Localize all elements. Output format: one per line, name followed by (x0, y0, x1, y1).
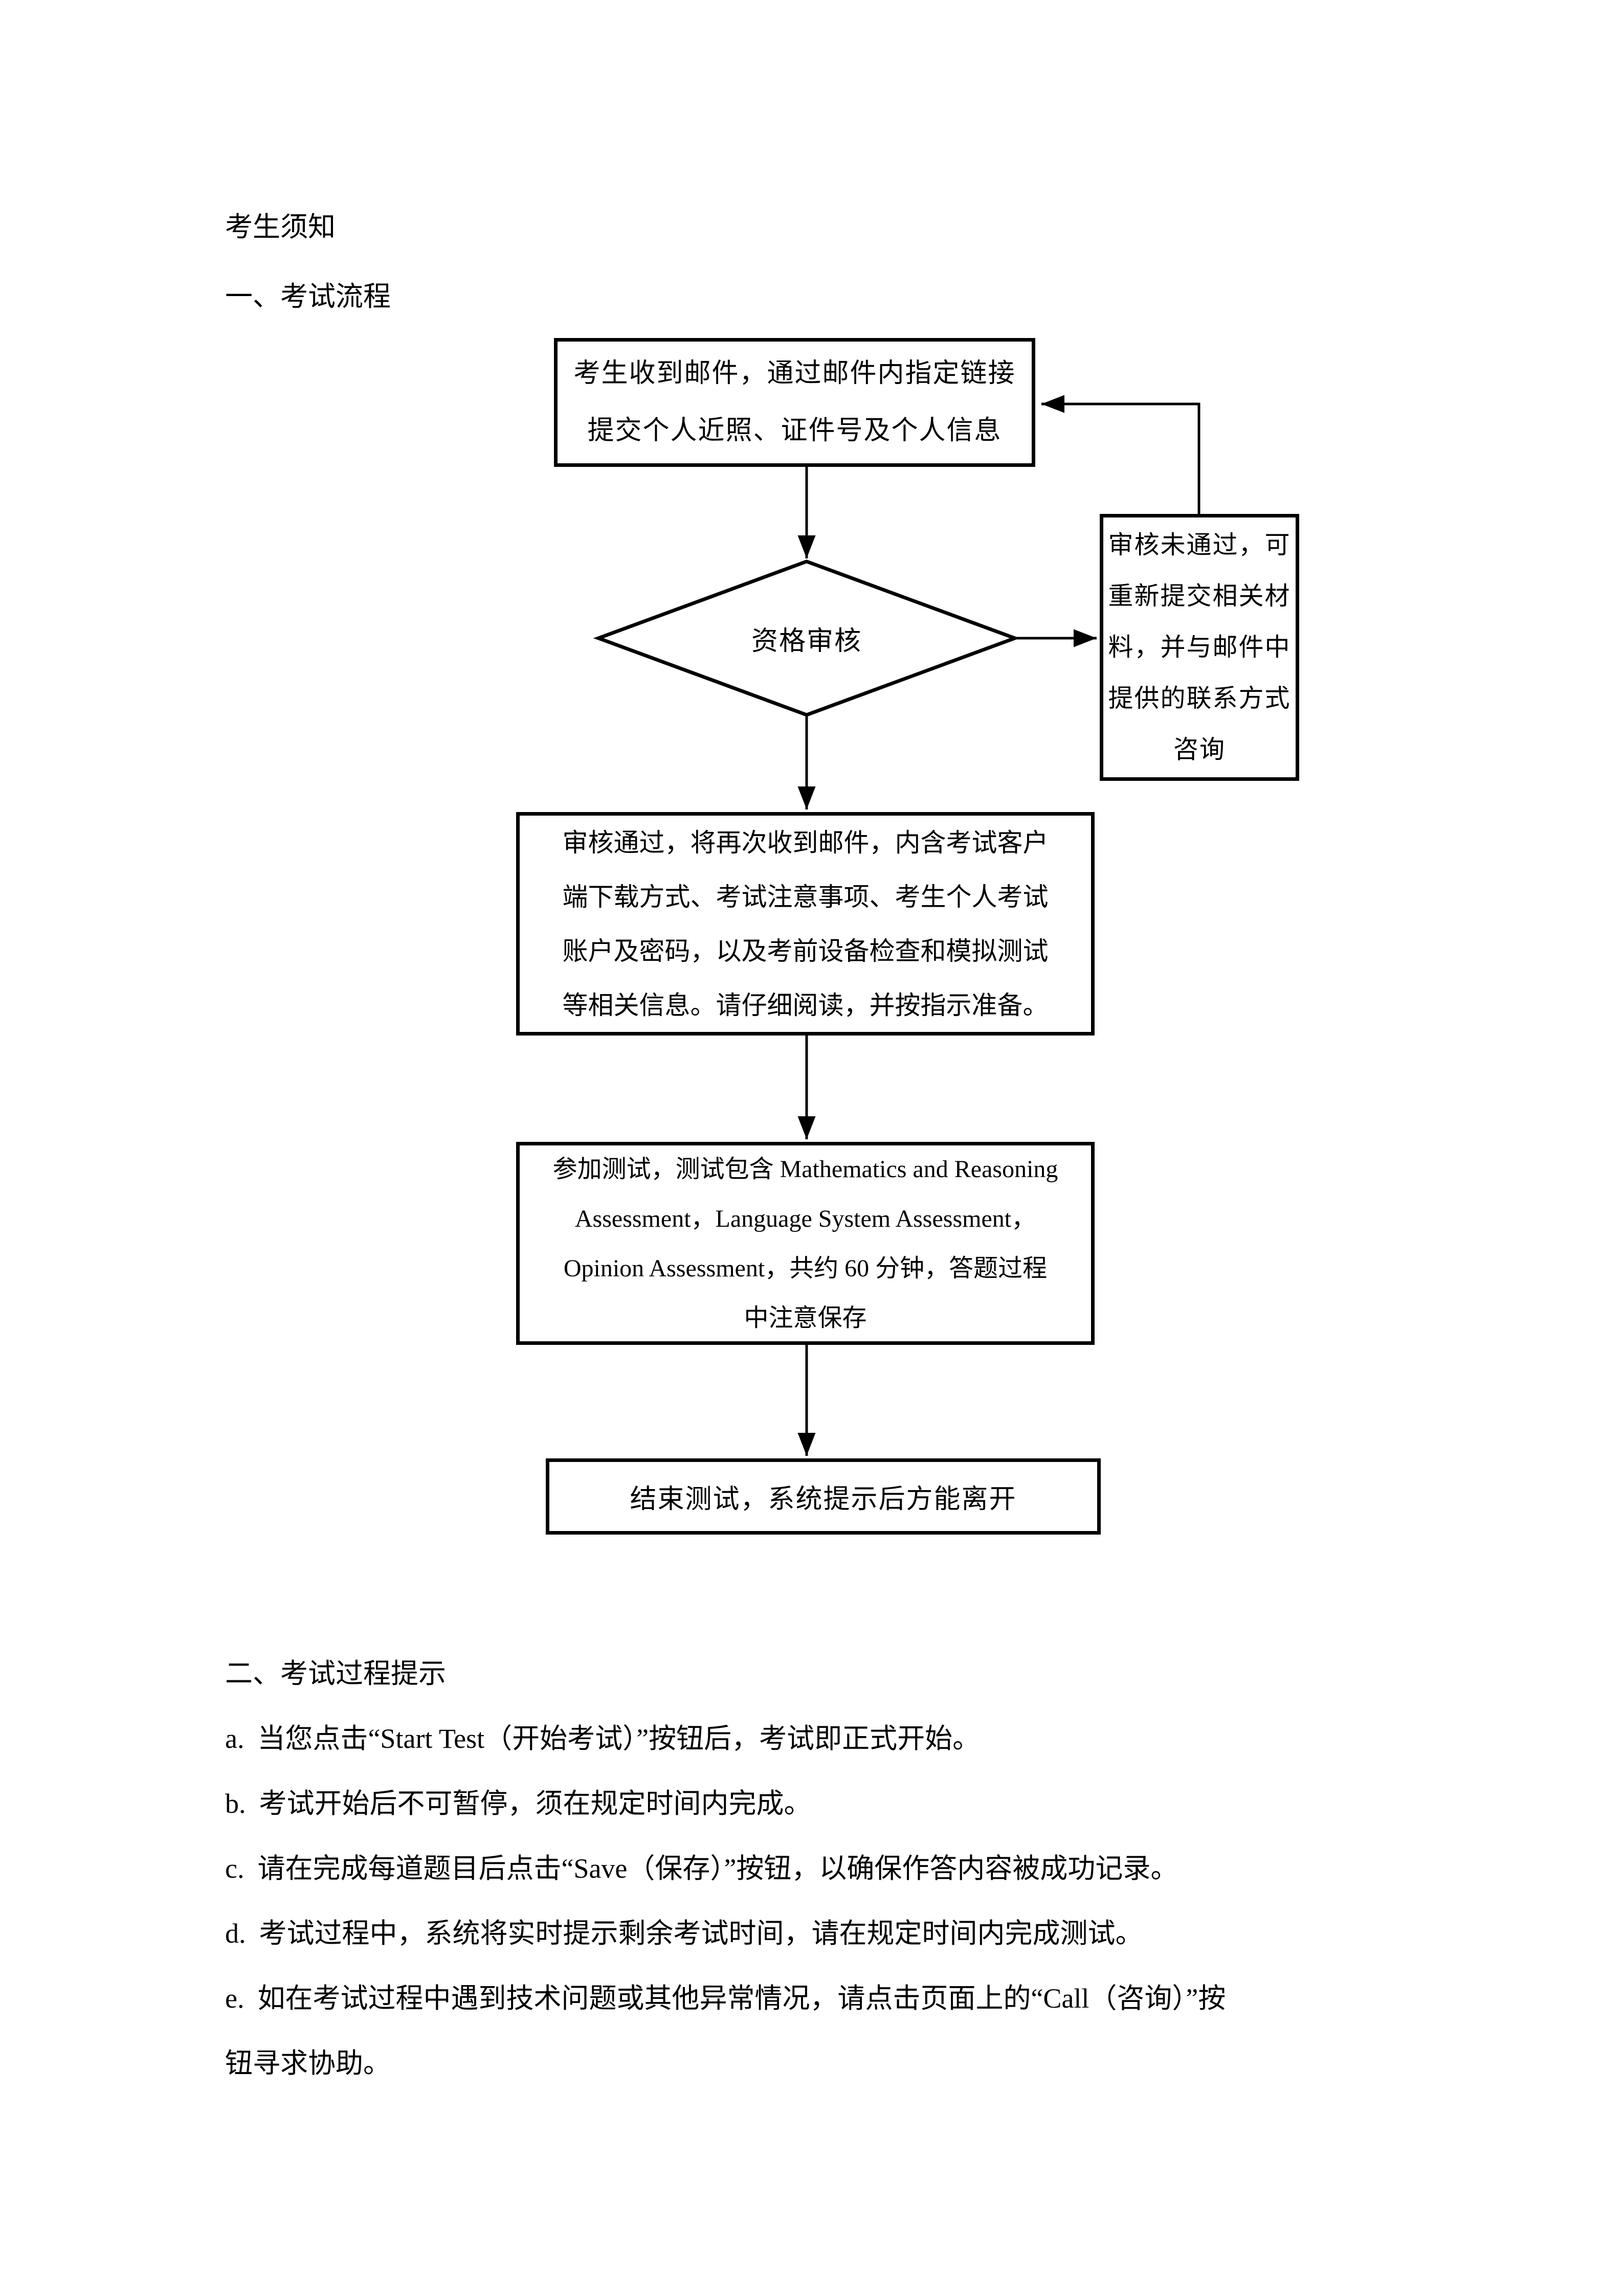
tip-text: 考试过程中，系统将实时提示剩余考试时间，请在规定时间内完成测试。 (259, 1918, 1143, 1949)
tip-text: 如在考试过程中遇到技术问题或其他异常情况，请点击页面上的“Call（咨询）”按 … (225, 1983, 1226, 2079)
tip-text: 请在完成每道题目后点击“Save（保存）”按钮，以确保作答内容被成功记录。 (257, 1853, 1178, 1884)
arrow-fail-loop-to-email (1041, 395, 1200, 514)
flow-decision-review: 资格审核 (598, 561, 1015, 715)
flow-box-finish: 结束测试，系统提示后方能离开 (546, 1458, 1101, 1535)
flow-box-review-pass: 审核通过，将再次收到邮件，内含考试客户 端下载方式、考试注意事项、考生个人考试 … (516, 812, 1095, 1036)
flow-box-review-fail: 审核未通过，可 重新提交相关材 料，并与邮件中 提供的联系方式 咨询 (1100, 514, 1299, 781)
tip-label: b. (225, 1788, 246, 1819)
tip-label: d. (225, 1918, 246, 1949)
tip-item-c: c. 请在完成每道题目后点击“Save（保存）”按钮，以确保作答内容被成功记录。 (225, 1836, 1412, 1901)
page-title: 考生须知 (225, 212, 336, 242)
flow-box-review-pass-text: 审核通过，将再次收到邮件，内含考试客户 端下载方式、考试注意事项、考生个人考试 … (562, 828, 1049, 1020)
flow-box-take-test-text: 参加测试，测试包含 Mathematics and Reasoning Asse… (552, 1155, 1058, 1332)
tip-label: e. (225, 1983, 244, 2014)
tip-item-e: e.如在考试过程中遇到技术问题或其他异常情况，请点击页面上的“Call（咨询）”… (225, 1966, 1412, 2096)
tips-section: 二、考试过程提示 a. 当您点击“Start Test（开始考试）”按钮后，考试即… (225, 1641, 1412, 2096)
tip-item-a: a. 当您点击“Start Test（开始考试）”按钮后，考试即正式开始。 (225, 1706, 1412, 1771)
section1-heading: 一、考试流程 (225, 281, 391, 312)
tip-label: a. (225, 1723, 244, 1754)
flow-box-take-test: 参加测试，测试包含 Mathematics and Reasoning Asse… (516, 1142, 1095, 1345)
flow-box-review-fail-text: 审核未通过，可 重新提交相关材 料，并与邮件中 提供的联系方式 咨询 (1108, 531, 1291, 763)
section2-heading: 二、考试过程提示 (225, 1658, 446, 1689)
flow-decision-review-text: 资格审核 (751, 626, 862, 656)
tip-text: 考试开始后不可暂停，须在规定时间内完成。 (259, 1788, 812, 1819)
tip-label: c. (225, 1853, 244, 1884)
flow-box-receive-email-text: 考生收到邮件，通过邮件内指定链接 提交个人近照、证件号及个人信息 (573, 359, 1016, 445)
tip-text: 当您点击“Start Test（开始考试）”按钮后，考试即正式开始。 (257, 1723, 981, 1754)
flow-box-finish-text: 结束测试，系统提示后方能离开 (630, 1485, 1017, 1514)
tip-item-b: b. 考试开始后不可暂停，须在规定时间内完成。 (225, 1771, 1412, 1836)
tip-item-d: d. 考试过程中，系统将实时提示剩余考试时间，请在规定时间内完成测试。 (225, 1901, 1412, 1966)
flow-box-receive-email: 考生收到邮件，通过邮件内指定链接 提交个人近照、证件号及个人信息 (554, 338, 1035, 467)
